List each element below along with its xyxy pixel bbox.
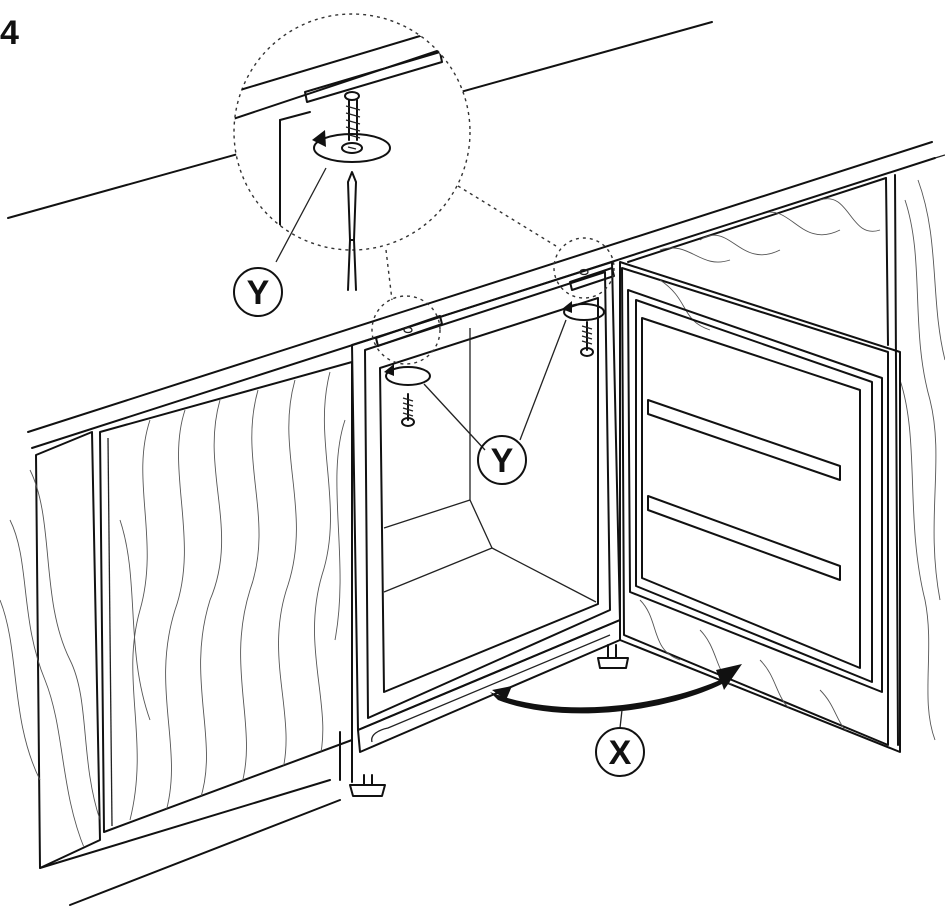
left-cabinet-door <box>99 361 353 833</box>
adjustable-foot-front <box>349 774 386 797</box>
callout-y-hinges: Y <box>423 319 567 485</box>
swing-arrow-icon <box>490 664 742 714</box>
hinge-right <box>569 267 615 291</box>
detail-magnifier <box>233 13 471 291</box>
left-cabinet-panel <box>0 431 341 906</box>
rotation-arrow-icon <box>562 301 605 321</box>
callout-y-detail-label: Y <box>247 274 270 312</box>
callout-y-detail: Y <box>233 167 327 317</box>
step-number: 4 <box>0 14 19 52</box>
callout-y-hinges-label: Y <box>491 442 514 480</box>
callout-x-door: X <box>595 709 645 777</box>
worktop <box>7 21 945 449</box>
rotation-arrow-icon <box>384 364 431 386</box>
adjustable-foot-rear <box>597 644 629 669</box>
hinge-left <box>375 315 443 347</box>
appliance-frame <box>339 261 621 783</box>
screw-icon <box>580 321 594 357</box>
appliance-door <box>619 261 901 753</box>
screwdriver-icon <box>347 171 357 291</box>
callout-x-door-label: X <box>609 734 632 772</box>
screw-icon <box>401 393 415 427</box>
rotation-arrow-icon <box>312 130 391 163</box>
right-wall-panel <box>627 174 945 746</box>
